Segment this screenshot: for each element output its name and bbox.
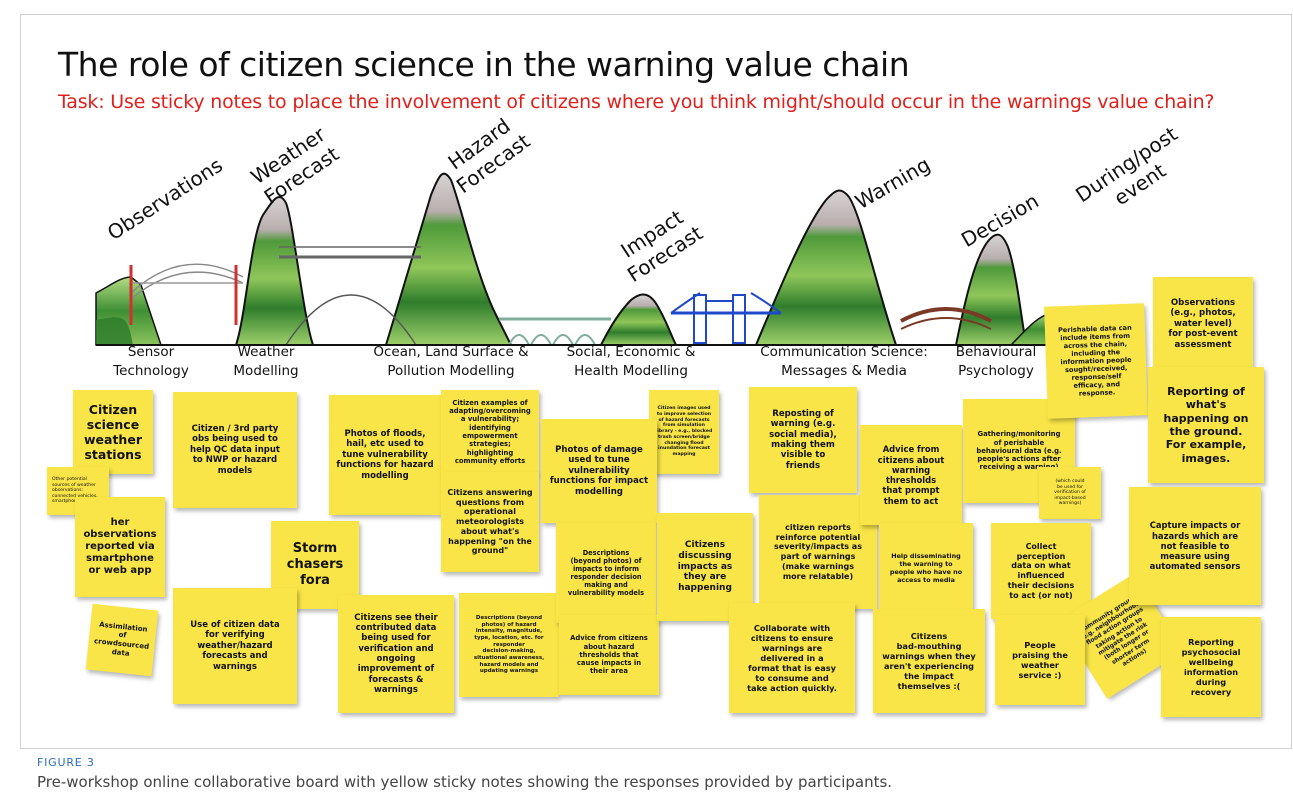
board-task: Task: Use sticky notes to place the invo…	[58, 91, 1215, 113]
sticky-note[interactable]: Citizen examples of adapting/overcoming …	[441, 390, 539, 474]
sticky-note[interactable]: Capture impacts or hazards which are not…	[1129, 487, 1261, 605]
sticky-note[interactable]: Citizen / 3rd party obs being used to he…	[173, 392, 297, 508]
sticky-note[interactable]: Advice from citizens about warning thres…	[860, 425, 962, 525]
sticky-note[interactable]: Photos of floods, hail, etc used to tune…	[329, 395, 441, 515]
sticky-note[interactable]: Use of citizen data for verifying weathe…	[173, 588, 297, 704]
sticky-note[interactable]: Photos of damage used to tune vulnerabil…	[541, 419, 657, 523]
sticky-note[interactable]: Assimilation of crowdsourced data	[85, 603, 159, 677]
sticky-note[interactable]: Reporting of what's happening on the gro…	[1148, 367, 1264, 483]
bridge-weather-hazard	[279, 246, 421, 346]
sticky-note[interactable]: Collect perception data on what influenc…	[991, 523, 1091, 619]
discipline-label-social: Social, Economic & Health Modelling	[566, 344, 696, 379]
sticky-note[interactable]: Citizens see their contributed data bein…	[338, 595, 454, 713]
board-title: The role of citizen science in the warni…	[58, 45, 910, 84]
sticky-note[interactable]: citizen reports reinforce potential seve…	[759, 495, 877, 609]
sticky-note[interactable]: Reporting psychosocial wellbeing informa…	[1161, 617, 1261, 717]
sticky-note[interactable]: Descriptions (beyond photos) of hazard i…	[459, 593, 559, 697]
bridge-observations-weather	[129, 263, 244, 325]
discipline-label-ocean: Ocean, Land Surface & Pollution Modellin…	[373, 344, 529, 379]
sticky-note[interactable]: her observations reported via smartphone…	[75, 497, 165, 597]
sticky-note[interactable]: Collaborate with citizens to ensure warn…	[729, 603, 855, 713]
bridge-impact-warning	[670, 292, 782, 344]
figure-caption: Pre-workshop online collaborative board …	[37, 773, 893, 791]
bridge-hazard-impact	[499, 317, 611, 346]
collaborative-board: The role of citizen science in the warni…	[20, 14, 1292, 749]
sticky-note[interactable]: Observations (e.g., photos, water level)…	[1153, 277, 1253, 371]
discipline-label-behavioural: Behavioural Psychology	[955, 344, 1037, 379]
sticky-note[interactable]: Citizens answering questions from operat…	[441, 472, 539, 572]
sticky-note[interactable]: Citizen science weather stations	[73, 390, 153, 474]
sticky-note[interactable]: Reposting of warning (e.g. social media)…	[749, 387, 857, 493]
sticky-note[interactable]: Citizen images used to improve selection…	[649, 390, 719, 474]
discipline-label-weather: Weather Modelling	[233, 344, 299, 379]
discipline-label-sensor: Sensor Technology	[113, 344, 189, 379]
sticky-note[interactable]: Help disseminating the warning to people…	[879, 523, 973, 615]
sticky-note[interactable]: (which could be used for verification of…	[1039, 467, 1101, 519]
sticky-note[interactable]: People praising the weather service :)	[995, 615, 1085, 705]
discipline-label-communication: Communication Science: Messages & Media	[760, 344, 928, 379]
sticky-note[interactable]: Advice from citizens about hazard thresh…	[559, 615, 659, 695]
sticky-note[interactable]: Citizens bad-mouthing warnings when they…	[873, 609, 985, 713]
bridge-warning-decision	[900, 307, 992, 330]
sticky-note[interactable]: Descriptions (beyond photos) of impacts …	[556, 523, 656, 623]
mountain-range	[95, 172, 1052, 346]
figure-label: FIGURE 3	[37, 756, 95, 769]
value-chain-landscape	[95, 172, 1052, 346]
sticky-note[interactable]: Perishable data can include items from a…	[1044, 303, 1148, 419]
